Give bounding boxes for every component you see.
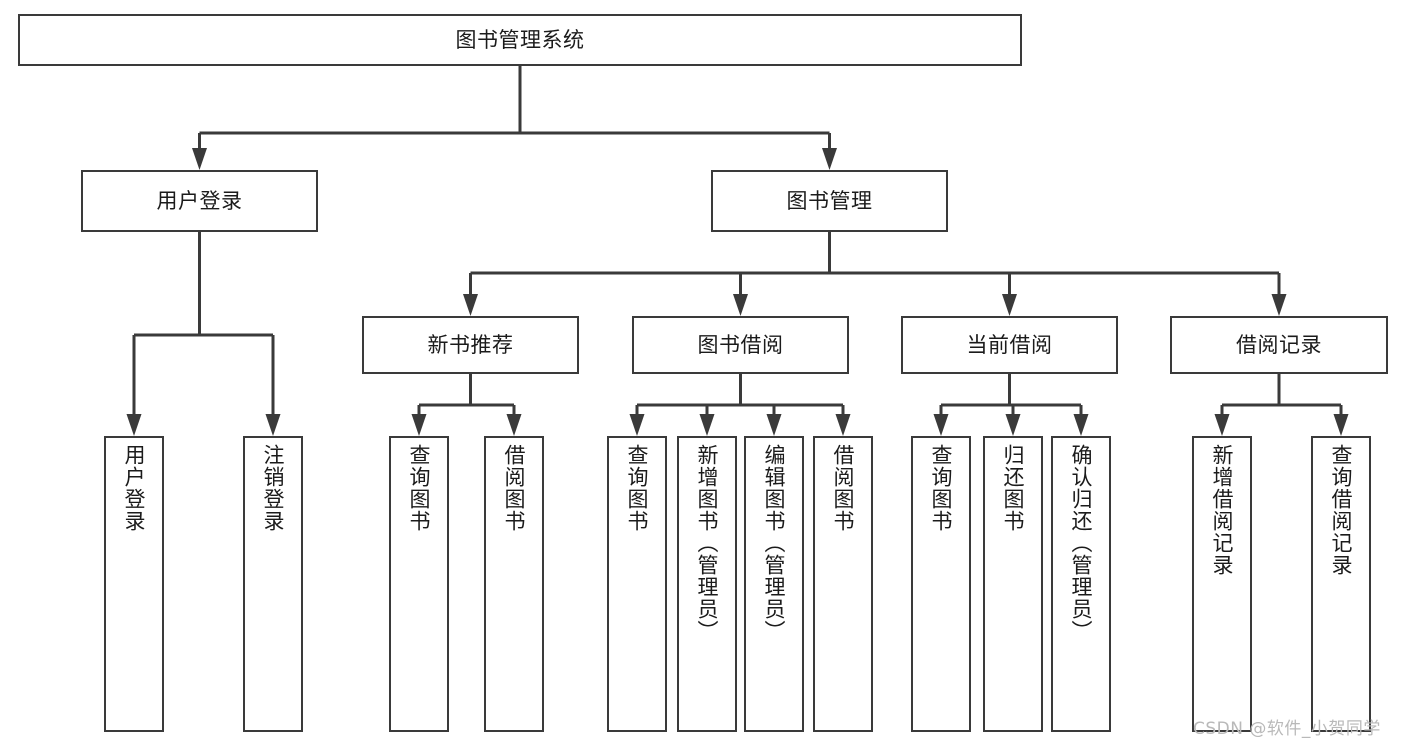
node-leaf-query-book-borrow[interactable]: 查询图书 <box>607 436 667 732</box>
node-label: 查询图书 <box>929 444 954 532</box>
node-borrow-record[interactable]: 借阅记录 <box>1170 316 1388 374</box>
arrow-head-icon <box>835 414 851 436</box>
node-label: 注销登录 <box>261 444 286 532</box>
arrow-head-icon <box>265 414 281 436</box>
node-leaf-user-login[interactable]: 用户登录 <box>104 436 164 732</box>
node-label: 用户登录 <box>156 188 243 213</box>
arrow-head-icon <box>1005 414 1021 436</box>
arrow-head-icon <box>733 294 748 316</box>
node-label: 图书管理系统 <box>455 27 585 52</box>
arrow-head-icon <box>699 414 715 436</box>
node-user-login[interactable]: 用户登录 <box>81 170 318 232</box>
node-root[interactable]: 图书管理系统 <box>18 14 1022 66</box>
node-current-borrow[interactable]: 当前借阅 <box>901 316 1118 374</box>
node-book-manage[interactable]: 图书管理 <box>711 170 948 232</box>
node-leaf-logout[interactable]: 注销登录 <box>243 436 303 732</box>
node-label: 借阅记录 <box>1236 332 1322 357</box>
node-label: 确认归还（管理员） <box>1069 444 1094 642</box>
arrow-head-icon <box>1214 414 1230 436</box>
node-label: 借阅图书 <box>831 444 856 532</box>
node-leaf-return-book[interactable]: 归还图书 <box>983 436 1043 732</box>
node-leaf-query-book-rec[interactable]: 查询图书 <box>389 436 449 732</box>
node-label: 查询图书 <box>407 444 432 532</box>
watermark-label: CSDN @软件_小贺同学 <box>1193 719 1381 739</box>
node-leaf-edit-book[interactable]: 编辑图书（管理员） <box>744 436 804 732</box>
arrow-head-icon <box>766 414 782 436</box>
arrow-head-icon <box>822 148 837 170</box>
arrow-head-icon <box>463 294 478 316</box>
node-leaf-query-record[interactable]: 查询借阅记录 <box>1311 436 1371 732</box>
node-leaf-add-record[interactable]: 新增借阅记录 <box>1192 436 1252 732</box>
arrow-head-icon <box>192 148 207 170</box>
node-label: 新增图书（管理员） <box>695 444 720 642</box>
arrow-head-icon <box>506 414 522 436</box>
arrow-head-icon <box>933 414 949 436</box>
node-label: 查询图书 <box>625 444 650 532</box>
node-label: 图书借阅 <box>697 332 784 357</box>
node-label: 查询借阅记录 <box>1329 444 1354 576</box>
node-label: 图书管理 <box>786 188 873 213</box>
node-label: 新书推荐 <box>427 332 514 357</box>
arrow-head-icon <box>1002 294 1017 316</box>
node-label: 归还图书 <box>1001 444 1026 532</box>
node-new-book-rec[interactable]: 新书推荐 <box>362 316 579 374</box>
node-label: 编辑图书（管理员） <box>762 444 787 642</box>
arrow-head-icon <box>126 414 142 436</box>
node-leaf-borrow-book-rec[interactable]: 借阅图书 <box>484 436 544 732</box>
node-label: 用户登录 <box>122 444 147 532</box>
arrow-head-icon <box>629 414 645 436</box>
arrow-head-icon <box>1271 294 1287 316</box>
node-leaf-borrow-book[interactable]: 借阅图书 <box>813 436 873 732</box>
arrow-head-icon <box>1073 414 1089 436</box>
node-leaf-query-book-cur[interactable]: 查询图书 <box>911 436 971 732</box>
arrow-head-icon <box>411 414 427 436</box>
arrow-head-icon <box>1333 414 1349 436</box>
node-book-borrow[interactable]: 图书借阅 <box>632 316 849 374</box>
node-label: 新增借阅记录 <box>1210 444 1235 576</box>
node-leaf-confirm-return[interactable]: 确认归还（管理员） <box>1051 436 1111 732</box>
node-label: 借阅图书 <box>502 444 527 532</box>
node-label: 当前借阅 <box>966 332 1053 357</box>
node-leaf-add-book[interactable]: 新增图书（管理员） <box>677 436 737 732</box>
